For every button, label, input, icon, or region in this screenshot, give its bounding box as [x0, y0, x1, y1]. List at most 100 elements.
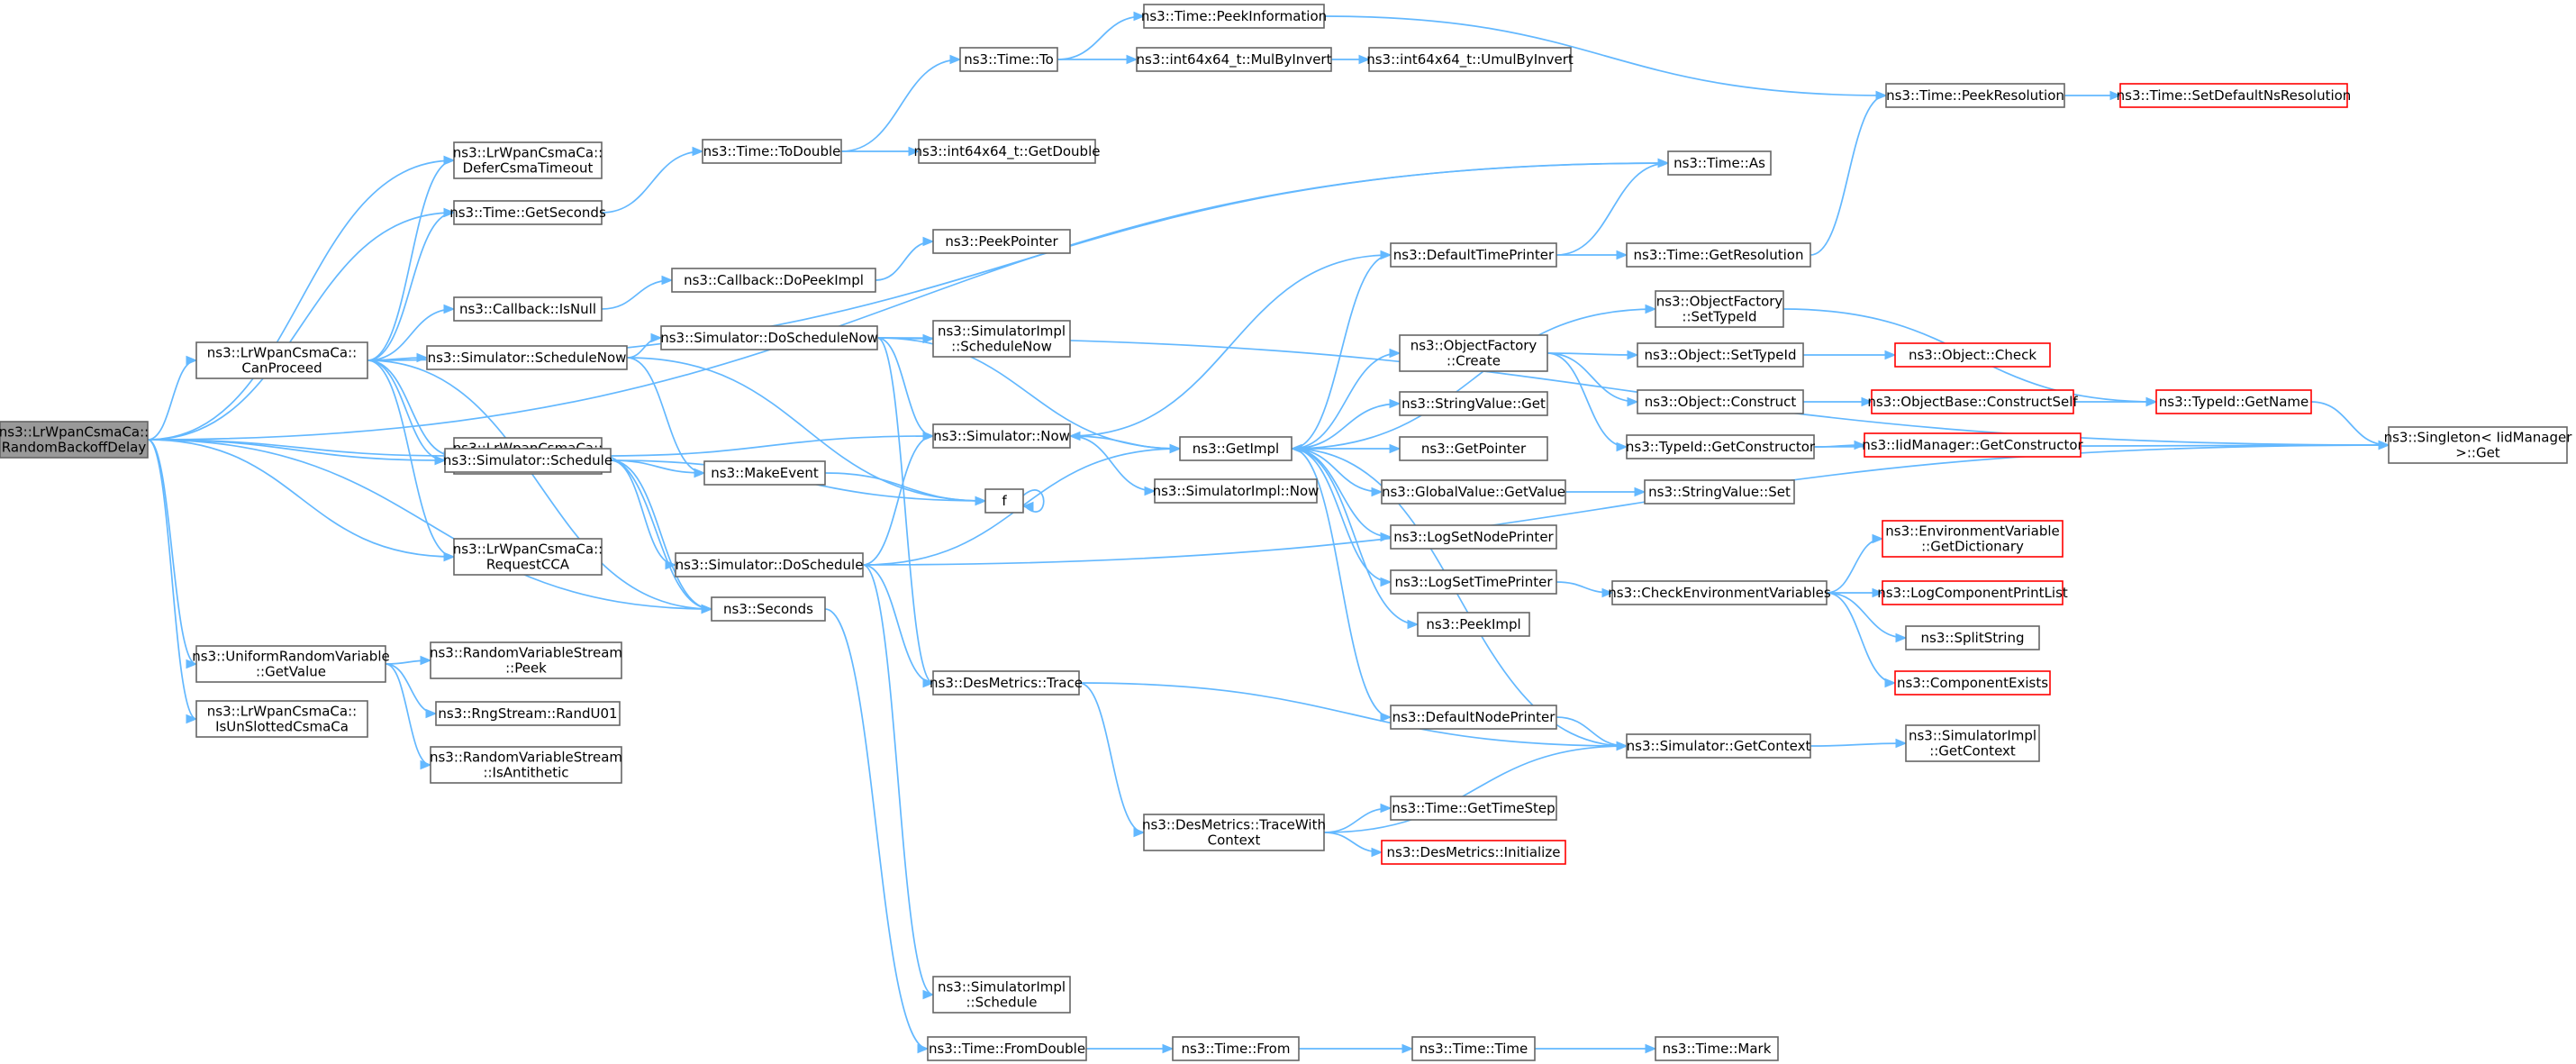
node-timeto[interactable]: ns3::Time::To: [959, 47, 1058, 72]
node-checkenv[interactable]: ns3::CheckEnvironmentVariables: [1608, 580, 1831, 605]
node-timefrom[interactable]: ns3::Time::From: [1172, 1036, 1300, 1061]
node-getpointer[interactable]: ns3::GetPointer: [1399, 436, 1548, 461]
node-getdouble[interactable]: ns3::int64x64_t::GetDouble: [914, 139, 1101, 164]
node-canproceed[interactable]: ns3::LrWpanCsmaCa::CanProceed: [195, 341, 368, 379]
node-peekimpl[interactable]: ns3::PeekImpl: [1417, 612, 1530, 637]
node-label: ns3::Object::Check: [1909, 347, 2036, 363]
node-box: [932, 423, 1071, 449]
node-isantithetic[interactable]: ns3::RandomVariableStream::IsAntithetic: [430, 746, 622, 784]
node-requestcca[interactable]: ns3::LrWpanCsmaCa::RequestCCA: [453, 538, 603, 576]
node-gettimestep[interactable]: ns3::Time::GetTimeStep: [1390, 796, 1557, 821]
node-f[interactable]: f: [984, 488, 1024, 514]
edge-line: [147, 439, 197, 665]
node-fromdouble[interactable]: ns3::Time::FromDouble: [927, 1036, 1087, 1061]
node-getimpl[interactable]: ns3::GetImpl: [1179, 436, 1293, 461]
node-splitstring[interactable]: ns3::SplitString: [1905, 625, 2040, 650]
node-implschedule[interactable]: ns3::SimulatorImpl::Schedule: [932, 976, 1071, 1014]
node-timeas[interactable]: ns3::Time::As: [1667, 150, 1772, 176]
node-simnow[interactable]: ns3::Simulator::Now: [932, 423, 1071, 449]
node-label: ns3::Time::From: [1182, 1041, 1291, 1057]
node-singletonget[interactable]: ns3::Singleton< IidManager>::Get: [2384, 426, 2573, 464]
node-timetime[interactable]: ns3::Time::Time: [1411, 1036, 1536, 1061]
call-edge: [862, 564, 935, 1000]
node-box: [1626, 434, 1815, 459]
node-randu01[interactable]: ns3::RngStream::RandU01: [435, 701, 621, 726]
edge-arrowhead: [1645, 1043, 1657, 1054]
call-edge: [147, 355, 198, 441]
node-label: ::SetTypeId: [1682, 309, 1756, 325]
node-box: [1905, 625, 2040, 650]
node-seconds[interactable]: ns3::Seconds: [711, 596, 826, 622]
node-destrace[interactable]: ns3::DesMetrics::Trace: [930, 670, 1083, 696]
node-peekinfo[interactable]: ns3::Time::PeekInformation: [1141, 4, 1327, 29]
node-logsettime[interactable]: ns3::LogSetTimePrinter: [1390, 569, 1557, 595]
node-setdefaultns[interactable]: ns3::Time::SetDefaultNsResolution: [2117, 83, 2352, 108]
node-defaultnodeprinter[interactable]: ns3::DefaultNodePrinter: [1390, 705, 1557, 730]
node-mulbyinvert[interactable]: ns3::int64x64_t::MulByInvert: [1136, 47, 1332, 72]
node-todouble[interactable]: ns3::Time::ToDouble: [702, 139, 842, 164]
node-implnow[interactable]: ns3::SimulatorImpl::Now: [1153, 478, 1320, 504]
edge-line: [824, 608, 929, 1050]
edge-line: [1291, 254, 1392, 450]
node-label: ns3::EnvironmentVariable: [1885, 523, 2059, 540]
node-box: [1390, 242, 1557, 268]
node-box: [1417, 612, 1530, 637]
node-peekres[interactable]: ns3::Time::PeekResolution: [1885, 83, 2065, 108]
node-logsetnode[interactable]: ns3::LogSetNodePrinter: [1390, 524, 1557, 550]
edge-arrowhead: [1133, 827, 1146, 838]
node-rvspeek[interactable]: ns3::RandomVariableStream::Peek: [430, 641, 622, 679]
node-doschedulenow[interactable]: ns3::Simulator::DoScheduleNow: [660, 325, 878, 350]
node-timemark[interactable]: ns3::Time::Mark: [1655, 1036, 1779, 1061]
node-isunslotted[interactable]: ns3::LrWpanCsmaCa::IsUnSlottedCsmaCa: [195, 700, 368, 738]
node-constructself[interactable]: ns3::ObjectBase::ConstructSelf: [1867, 389, 2078, 414]
node-schedulenow[interactable]: ns3::Simulator::ScheduleNow: [426, 345, 628, 370]
edge-arrowhead: [186, 355, 198, 366]
edge-arrowhead: [420, 655, 432, 666]
node-simgetcontext[interactable]: ns3::Simulator::GetContext: [1626, 733, 1811, 759]
edge-line: [824, 472, 986, 502]
node-implschedulenow[interactable]: ns3::SimulatorImpl::ScheduleNow: [932, 320, 1071, 358]
node-isnull[interactable]: ns3::Callback::IsNull: [453, 296, 603, 322]
node-defercsma[interactable]: ns3::LrWpanCsmaCa::DeferCsmaTimeout: [453, 141, 603, 179]
node-logcomp[interactable]: ns3::LogComponentPrintList: [1877, 580, 2068, 605]
node-objcheck[interactable]: ns3::Object::Check: [1894, 342, 2051, 368]
node-box: [1381, 479, 1566, 505]
node-box: [1381, 840, 1566, 865]
node-doschedule[interactable]: ns3::Simulator::DoSchedule: [675, 552, 864, 577]
node-root[interactable]: ns3::LrWpanCsmaCa::RandomBackoffDelay: [0, 421, 149, 459]
node-gvgetvalue[interactable]: ns3::GlobalValue::GetValue: [1381, 479, 1566, 505]
node-doPeekImpl[interactable]: ns3::Callback::DoPeekImpl: [671, 268, 876, 293]
node-label: ns3::Object::Construct: [1645, 394, 1797, 410]
node-objconstruct[interactable]: ns3::Object::Construct: [1637, 389, 1804, 414]
node-stringset[interactable]: ns3::StringValue::Set: [1644, 479, 1795, 505]
node-makeevent[interactable]: ns3::MakeEvent: [703, 460, 826, 486]
node-schedule[interactable]: ns3::Simulator::Schedule: [443, 448, 612, 473]
node-envgetdict[interactable]: ns3::EnvironmentVariable::GetDictionary: [1882, 520, 2064, 558]
node-getvalue[interactable]: ns3::UniformRandomVariable::GetValue: [192, 645, 390, 683]
node-ofsettypeid[interactable]: ns3::ObjectFactory::SetTypeId: [1655, 290, 1784, 328]
edge-line: [385, 663, 431, 766]
call-edge: [1813, 440, 1866, 450]
node-box: [1864, 432, 2082, 458]
edge-arrowhead: [1601, 587, 1614, 598]
node-desinit[interactable]: ns3::DesMetrics::Initialize: [1381, 840, 1566, 865]
node-peekpointer[interactable]: ns3::PeekPointer: [932, 229, 1071, 254]
node-getconstructor[interactable]: ns3::TypeId::GetConstructor: [1626, 434, 1816, 459]
node-label: ns3::LrWpanCsmaCa::: [453, 541, 603, 558]
call-edge: [2064, 90, 2122, 101]
edge-line: [1323, 745, 1628, 833]
node-getseconds[interactable]: ns3::Time::GetSeconds: [449, 200, 606, 225]
node-implgetcontext[interactable]: ns3::SimulatorImpl::GetContext: [1905, 724, 2040, 762]
node-ofcreate[interactable]: ns3::ObjectFactory::Create: [1399, 334, 1548, 372]
node-umulbyinvert[interactable]: ns3::int64x64_t::UmulByInvert: [1366, 47, 1574, 72]
node-iidgetconstructor[interactable]: ns3::IidManager::GetConstructor: [1862, 432, 2084, 458]
node-label: ns3::SimulatorImpl: [1909, 728, 2036, 744]
node-defaulttimeprinter[interactable]: ns3::DefaultTimePrinter: [1390, 242, 1557, 268]
node-getresolution[interactable]: ns3::Time::GetResolution: [1626, 242, 1811, 268]
node-objsettypeid[interactable]: ns3::Object::SetTypeId: [1637, 342, 1804, 368]
call-edge: [1826, 533, 1884, 594]
node-stringget[interactable]: ns3::StringValue::Get: [1399, 391, 1548, 416]
node-typeidgetname[interactable]: ns3::TypeId::GetName: [2155, 389, 2312, 414]
node-compexists[interactable]: ns3::ComponentExists: [1894, 670, 2051, 696]
